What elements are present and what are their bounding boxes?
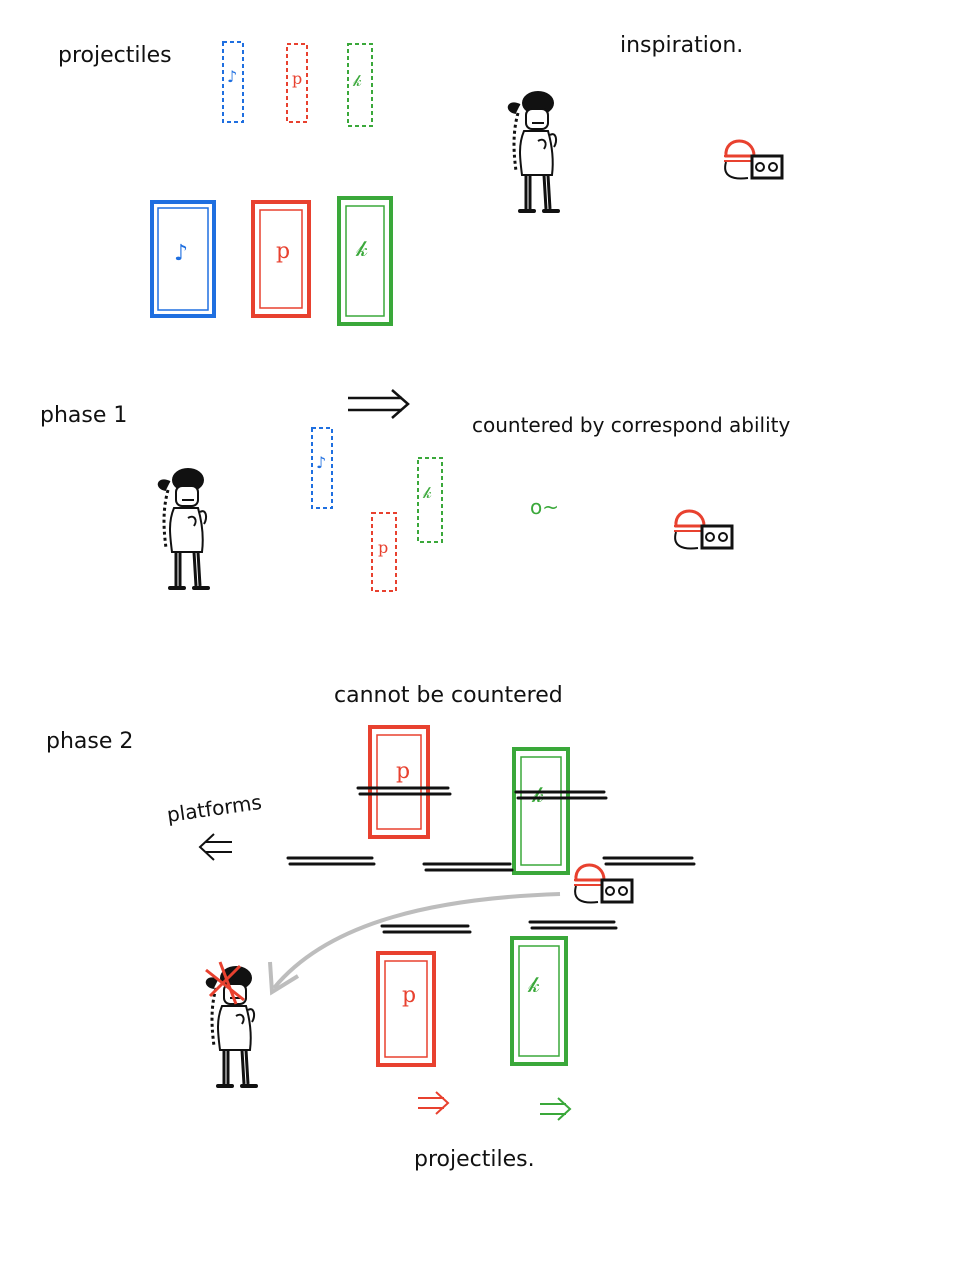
label-projectiles-bottom: projectiles. [414, 1147, 535, 1172]
player-character-icon [506, 89, 560, 213]
card-red-large: p [251, 200, 311, 318]
curved-arrow-icon [268, 892, 561, 996]
player-character-icon [204, 964, 258, 1088]
projectile-green-phase1: 𝓀 [417, 457, 443, 543]
player-hit [204, 961, 258, 1088]
svg-text:p: p [396, 759, 410, 784]
label-cannot-be-countered: cannot be countered [334, 683, 563, 708]
label-countered: countered by correspond ability [472, 413, 790, 437]
svg-text:𝓀: 𝓀 [422, 483, 432, 502]
platform [356, 786, 452, 796]
svg-text:p: p [378, 538, 388, 557]
platform [422, 862, 514, 872]
card-green-large: 𝓀 [337, 196, 393, 326]
platform [514, 790, 608, 800]
left-double-arrow-icon [198, 833, 232, 861]
svg-text:p: p [292, 69, 302, 88]
platform [286, 856, 376, 866]
label-platforms: platforms [165, 790, 263, 827]
projectile-blue-small: ♪ [222, 41, 244, 123]
music-note-icon: ♪ [227, 67, 237, 86]
card-red-phase2-upper: p [368, 725, 430, 839]
svg-text:𝓀: 𝓀 [355, 237, 368, 262]
label-phase-2: phase 2 [46, 729, 133, 754]
projectile-blue-phase1: ♪ [311, 427, 333, 509]
card-red-phase2-lower: p [376, 951, 436, 1067]
label-inspiration: inspiration. [620, 33, 743, 58]
platform [528, 920, 618, 930]
sound-wave-label: o~ [530, 495, 559, 519]
svg-text:𝓀: 𝓀 [527, 973, 540, 998]
right-double-arrow-icon [348, 389, 410, 419]
svg-text:p: p [402, 983, 416, 1008]
card-green-phase2-lower: 𝓀 [510, 936, 568, 1066]
svg-text:𝓀: 𝓀 [352, 71, 362, 90]
enemy-radio-icon [722, 139, 784, 180]
svg-text:♪: ♪ [174, 241, 188, 266]
card-blue-large: ♪ [150, 200, 216, 318]
platform [380, 924, 472, 934]
enemy-radio-icon [572, 863, 634, 904]
label-phase-1: phase 1 [40, 403, 127, 428]
svg-text:♪: ♪ [316, 453, 326, 472]
projectile-red-small: p [286, 43, 308, 123]
enemy-radio-icon [672, 509, 734, 550]
svg-text:𝓀: 𝓀 [531, 783, 544, 808]
red-right-arrow-icon [418, 1091, 450, 1115]
card-green-phase2-upper: 𝓀 [512, 747, 570, 875]
player-character-icon [156, 466, 210, 590]
platform [602, 856, 696, 866]
green-right-arrow-icon [540, 1097, 572, 1121]
projectile-red-phase1: p [371, 512, 397, 592]
svg-text:p: p [276, 239, 290, 264]
label-projectiles-top: projectiles [58, 43, 172, 68]
projectile-green-small: 𝓀 [347, 43, 373, 127]
platforms-group [286, 786, 696, 934]
